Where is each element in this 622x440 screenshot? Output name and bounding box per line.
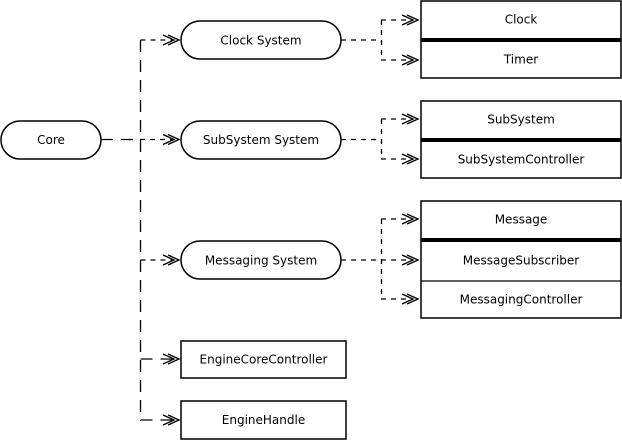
arrowhead-subsystem-system [162, 133, 181, 146]
arrowhead-message-subscriber [401, 254, 420, 266]
group-messaging-item: MessageSubscriber [463, 254, 580, 268]
node-engine-handle: EngineHandle [180, 400, 347, 440]
group-clock-item: Clock [505, 13, 538, 27]
arrowhead-engine-handle [162, 414, 181, 426]
node-subsystem-system-label: SubSystem System [203, 133, 319, 147]
node-clock-system: Clock System [180, 20, 342, 60]
node-engine-core-controller-label: EngineCoreController [200, 353, 328, 367]
node-core-label: Core [37, 133, 65, 147]
arrowhead-timer [401, 54, 420, 66]
arrowhead-clock-system [162, 34, 181, 46]
group-subsystem-item: SubSystemController [458, 153, 585, 167]
group-messaging-item: Message [495, 213, 548, 227]
node-clock-system-label: Clock System [220, 34, 301, 48]
node-engine-handle-label: EngineHandle [222, 413, 305, 427]
node-engine-core-controller: EngineCoreController [180, 340, 347, 379]
arrowhead-engine-core-controller [162, 353, 181, 365]
edge-subsystem-system-fanout [341, 118, 412, 160]
group-clock: Clock Timer [420, 0, 622, 79]
node-subsystem-system: SubSystem System [180, 120, 342, 160]
arrowhead-subsystem-controller [401, 153, 420, 165]
edge-messaging-system-fanout [341, 218, 412, 300]
arrowhead-messaging-controller [401, 293, 420, 305]
group-messaging: Message MessageSubscriber MessagingContr… [420, 200, 622, 319]
group-clock-item: Timer [503, 53, 538, 67]
node-core: Core [0, 120, 102, 160]
group-messaging-item: MessagingController [460, 293, 583, 307]
edge-clock-system-fanout [341, 19, 412, 61]
node-messaging-system-label: Messaging System [205, 254, 317, 268]
arrowhead-clock [401, 14, 420, 26]
arrowhead-message [401, 213, 420, 225]
edges [101, 14, 420, 426]
group-subsystem: SubSystem SubSystemController [420, 100, 622, 179]
arrowhead-messaging-system [162, 254, 181, 266]
group-subsystem-item: SubSystem [487, 113, 555, 127]
arrowhead-subsystem [401, 113, 420, 125]
node-messaging-system: Messaging System [180, 240, 342, 280]
